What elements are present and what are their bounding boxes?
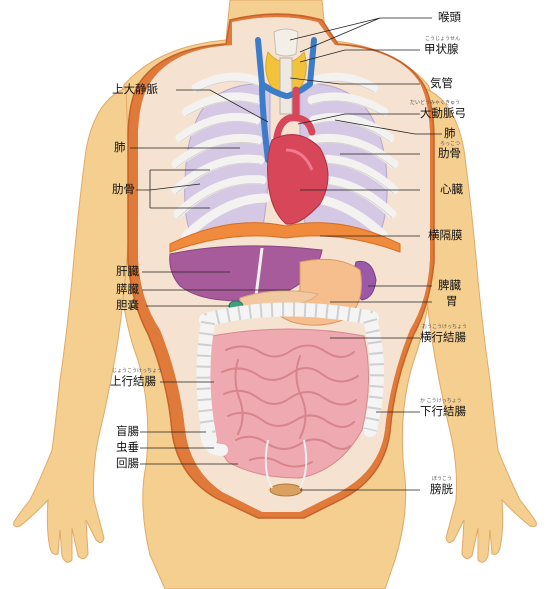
label-aortic-arch: 大動脈弓 bbox=[420, 107, 466, 120]
label-lung-right: 肺 bbox=[444, 127, 456, 140]
larynx bbox=[274, 29, 298, 56]
trachea bbox=[280, 58, 292, 114]
bladder bbox=[270, 484, 302, 496]
label-svc: 上大静脈 bbox=[112, 83, 158, 96]
label-descending-colon: 下行結腸 bbox=[420, 405, 466, 418]
label-pancreas: 膵臓 bbox=[116, 283, 139, 296]
label-heart: 心臓 bbox=[440, 183, 463, 196]
label-diaphragm: 横隔膜 bbox=[428, 229, 463, 242]
label-bladder: 膀胱 bbox=[430, 483, 453, 496]
label-thyroid: 甲状腺 bbox=[424, 43, 459, 56]
label-cecum: 盲腸 bbox=[116, 425, 139, 438]
label-appendix: 虫垂 bbox=[116, 441, 139, 454]
label-transverse-colon: 横行結腸 bbox=[420, 331, 466, 344]
label-rib-right: 肋骨 bbox=[438, 147, 461, 160]
label-rib-left: 肋骨 bbox=[112, 183, 135, 196]
label-ileum: 回腸 bbox=[116, 457, 139, 470]
label-liver: 肝臓 bbox=[116, 265, 139, 278]
label-larynx: 喉頭 bbox=[438, 11, 461, 24]
label-gallbladder: 胆嚢 bbox=[116, 299, 139, 312]
label-spleen: 脾臓 bbox=[438, 279, 461, 292]
label-ascending-colon: 上行結腸 bbox=[110, 375, 156, 388]
label-trachea: 気管 bbox=[430, 77, 453, 90]
label-stomach: 胃 bbox=[446, 295, 458, 308]
label-lung-left: 肺 bbox=[114, 141, 126, 154]
